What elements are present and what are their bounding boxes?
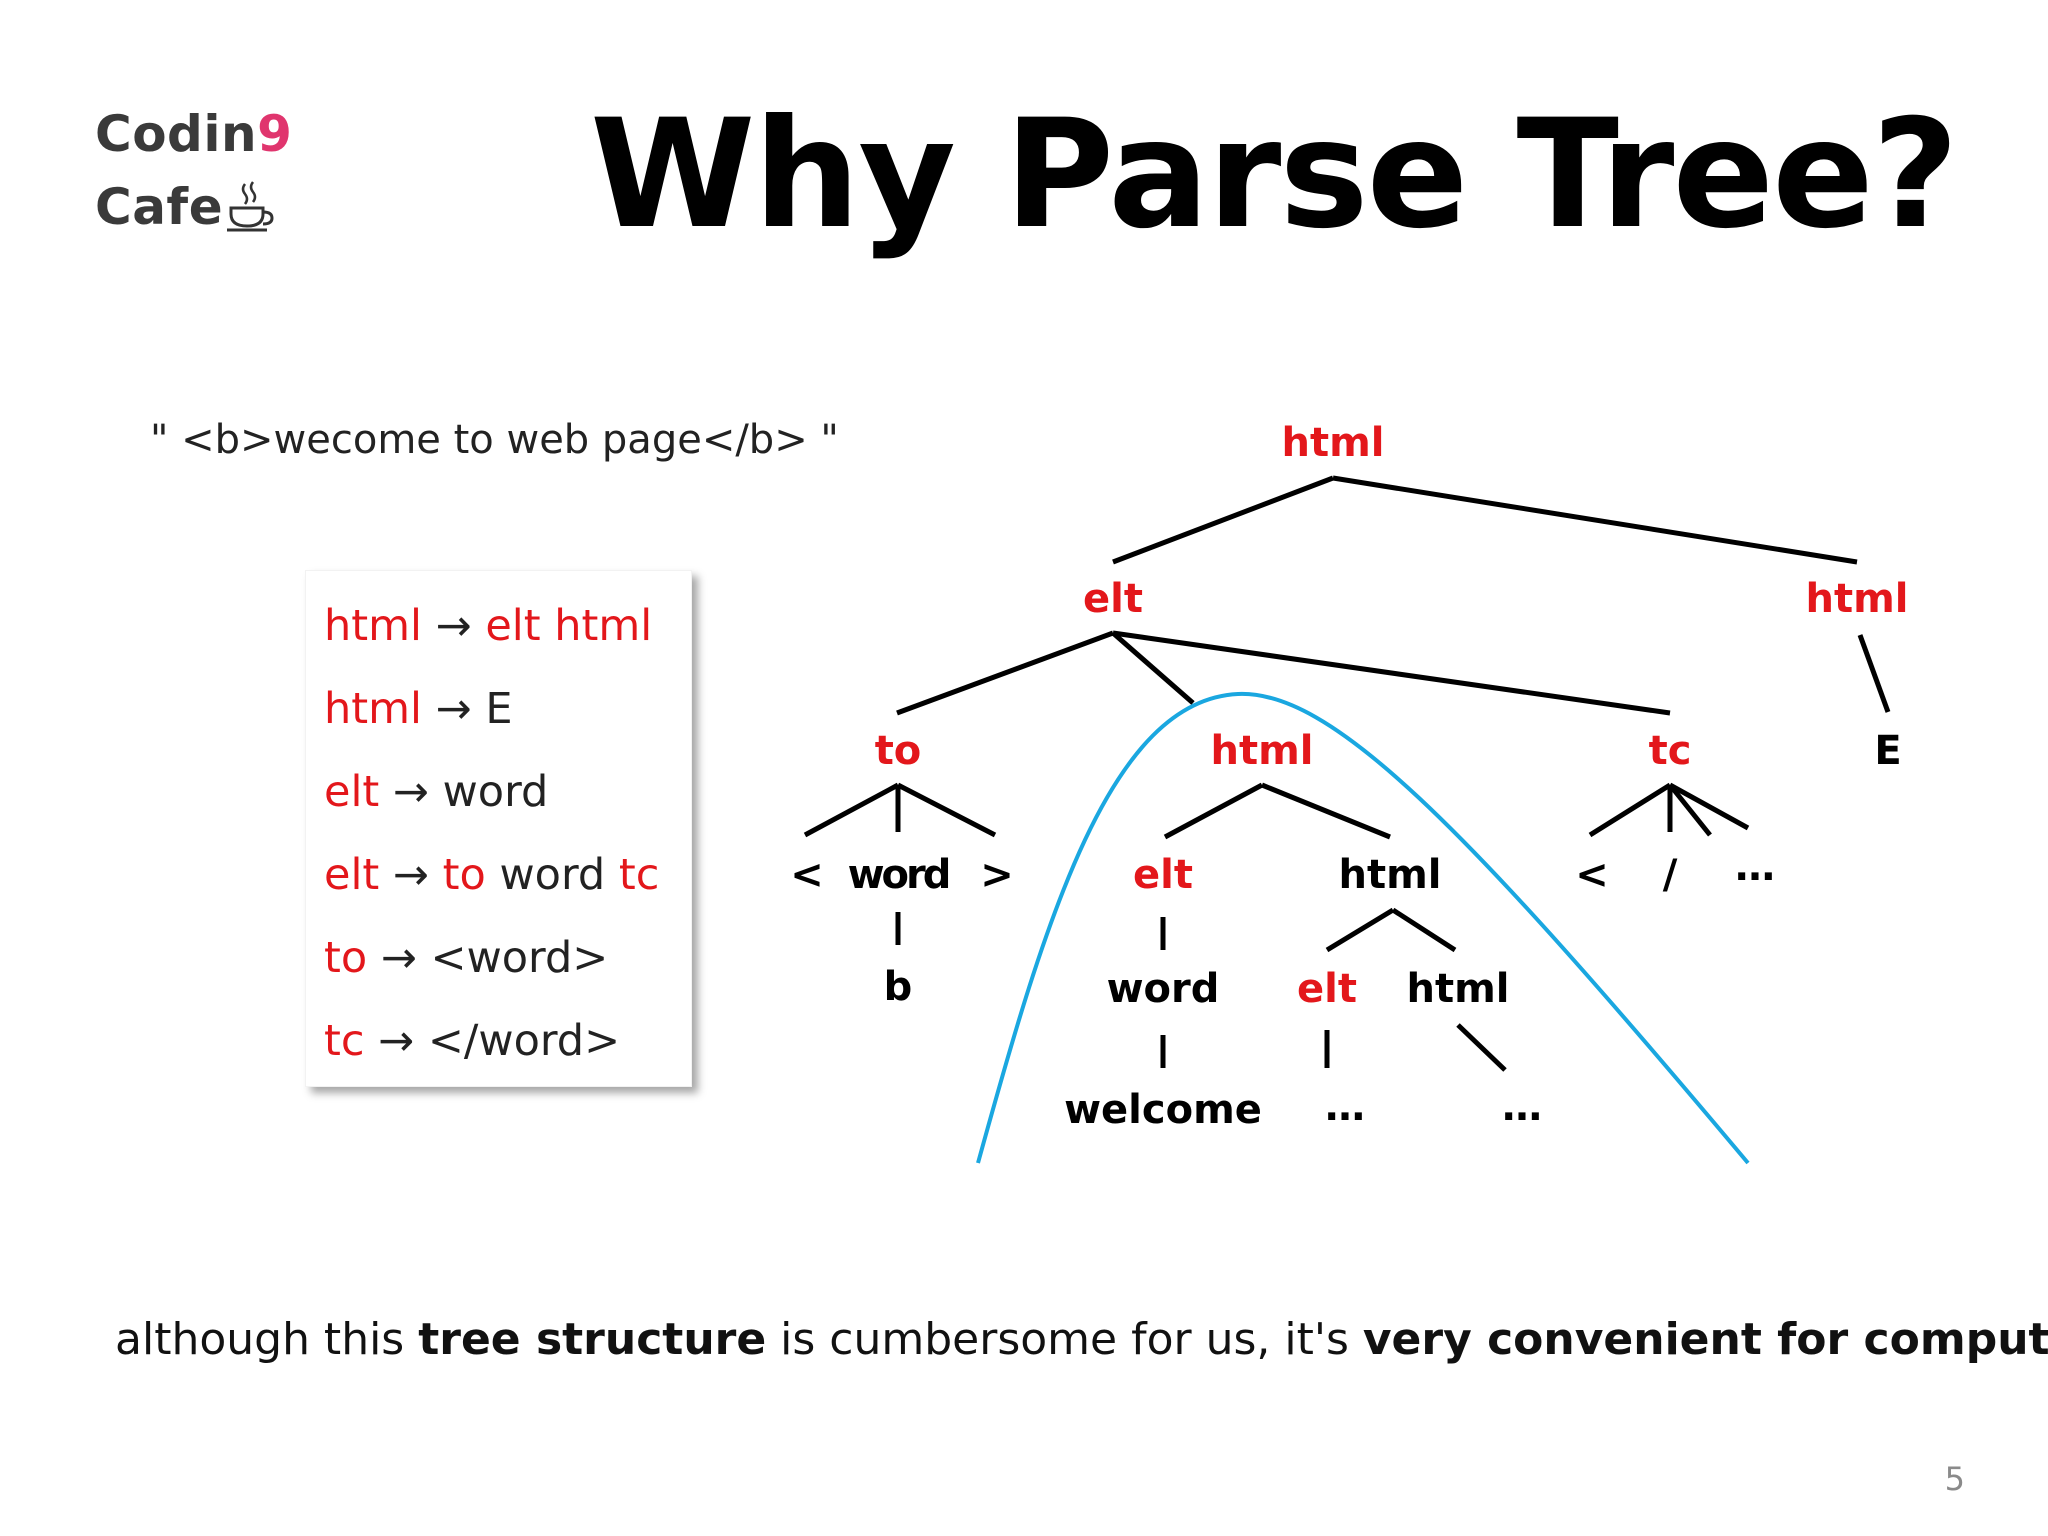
edge-tc-dots — [1668, 782, 1750, 831]
tree-edges — [803, 475, 1891, 1072]
edge-subhtml-dots — [1456, 1023, 1507, 1072]
example-string: " <b>wecome to web page</b> " — [150, 417, 839, 463]
coffee-cup-icon — [227, 181, 274, 232]
logo-text-coding: Codin — [95, 105, 258, 163]
rule-6: tc → </word> — [324, 1011, 620, 1071]
node-tc-slash: / — [1663, 852, 1678, 898]
node-ellipsis-2: … — [1502, 1084, 1542, 1130]
node-gt: > — [980, 852, 1014, 898]
logo-text-nine: 9 — [257, 105, 293, 163]
rule-4: elt → to word tc — [324, 845, 659, 905]
caption-bold-2: very convenient for computers — [1362, 1314, 2048, 1365]
rule-5-lhs: to — [324, 933, 368, 983]
rule-1-lhs: html — [324, 601, 422, 651]
rule-3-lhs: elt — [324, 767, 380, 817]
rule-2-rhs: → E — [421, 684, 513, 734]
grammar-rules-box: html → elt html html → E elt → word elt … — [305, 570, 692, 1087]
coding-cafe-logo: Codin9 Cafe — [95, 100, 295, 250]
caption-bold-1: tree structure — [418, 1314, 767, 1365]
node-word-mid: word — [1107, 966, 1220, 1012]
rule-1-rhs-1: elt — [485, 601, 541, 651]
rule-4-rhs-2: word — [485, 850, 619, 900]
edge-html-e — [1857, 634, 1891, 713]
edge-html-html — [1261, 782, 1391, 840]
rule-1-rhs-2: html — [554, 601, 653, 651]
node-welcome: welcome — [1064, 1087, 1262, 1133]
edge-elt-to — [896, 630, 1114, 716]
rule-4-lhs: elt — [324, 850, 380, 900]
node-html-sub: html — [1339, 852, 1442, 898]
edge-html-elt — [1163, 782, 1264, 840]
edge-root-elt — [1112, 475, 1334, 565]
edge-html-subhtml — [1391, 907, 1457, 953]
node-elt: elt — [1083, 576, 1143, 622]
caption-text-2: is cumbersome for us, it's — [766, 1314, 1363, 1365]
edge-tc-arrow — [1668, 783, 1712, 837]
rule-5: to → <word> — [324, 928, 608, 988]
rule-1: html → elt html — [324, 596, 652, 656]
rule-2: html → E — [324, 679, 513, 739]
rule-5-rhs: → <word> — [367, 933, 609, 983]
edge-elt-html — [1111, 631, 1195, 705]
caption-text-1: although this — [115, 1314, 419, 1365]
node-html-root: html — [1282, 420, 1385, 466]
node-tc-ellipsis: … — [1735, 844, 1775, 890]
edge-elt-tc — [1112, 630, 1671, 716]
node-lt: < — [790, 852, 824, 898]
node-ellipsis-1: … — [1325, 1084, 1365, 1130]
rule-6-rhs: → </word> — [364, 1016, 621, 1066]
logo-line-1: Codin9 — [95, 105, 292, 163]
node-html-subsub: html — [1407, 966, 1510, 1012]
node-e: E — [1874, 728, 1901, 774]
rule-4-arrow: → — [379, 850, 443, 900]
rule-4-rhs-3: tc — [618, 850, 660, 900]
edge-to-lt — [803, 782, 900, 838]
page-title: Why Parse Tree? — [590, 88, 1959, 262]
node-tc: tc — [1649, 728, 1692, 774]
edge-html-subelt — [1325, 907, 1395, 953]
node-html-right: html — [1806, 576, 1909, 622]
rule-3: elt → word — [324, 762, 548, 822]
rule-4-rhs-1: to — [442, 850, 486, 900]
rule-1-arrow: → — [421, 601, 486, 651]
node-elt-mid: elt — [1133, 852, 1193, 898]
edge-root-html — [1332, 475, 1858, 565]
highlight-curve — [976, 691, 1750, 1165]
node-elt-sub: elt — [1297, 966, 1357, 1012]
logo-text-cafe: Cafe — [95, 178, 224, 236]
tree-nodes: html elt html to html tc E < word > b el… — [790, 420, 1908, 1133]
node-html-mid: html — [1211, 728, 1314, 774]
node-b: b — [884, 964, 913, 1010]
edge-to-gt — [896, 782, 997, 838]
rule-2-lhs: html — [324, 684, 422, 734]
page-number: 5 — [1944, 1460, 1965, 1498]
node-tc-lt: < — [1575, 852, 1609, 898]
rule-3-rhs: → word — [379, 767, 549, 817]
edge-tc-lt — [1588, 782, 1672, 838]
caption: although this tree structure is cumberso… — [115, 1305, 2048, 1375]
node-word-to: word — [848, 852, 949, 898]
node-to: to — [875, 728, 922, 774]
rule-6-lhs: tc — [324, 1016, 365, 1066]
